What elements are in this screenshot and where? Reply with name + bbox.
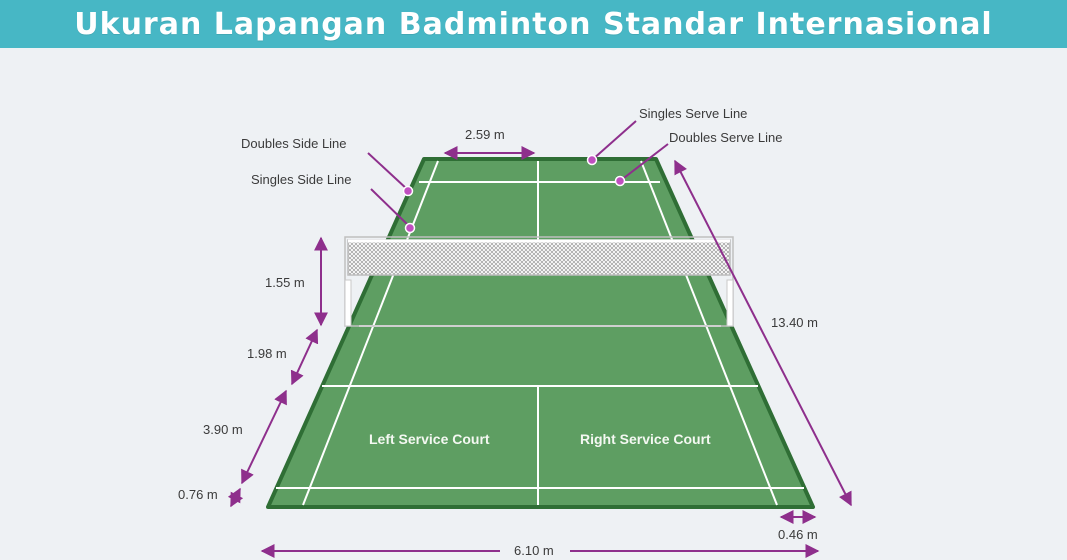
dimension-1-55: 1.55 m	[265, 275, 305, 290]
arrow-3-90	[241, 389, 287, 485]
net-post-right	[726, 279, 734, 327]
court-surface	[266, 157, 815, 509]
marker-singles-side-line	[404, 222, 416, 234]
left-service-court-label: Left Service Court	[369, 431, 490, 447]
page-title: Ukuran Lapangan Badminton Standar Intern…	[74, 6, 993, 42]
net	[347, 239, 731, 276]
pointer-doubles-serve-line	[619, 143, 669, 182]
arrow-13-40	[674, 159, 852, 507]
pointer-doubles-side-line	[367, 152, 409, 191]
dimension-1-98: 1.98 m	[247, 346, 287, 361]
pointer-singles-side-line	[370, 188, 411, 228]
marker-doubles-side-line	[402, 185, 414, 197]
doubles-serve-line-label: Doubles Serve Line	[669, 130, 783, 145]
right-service-court-label: Right Service Court	[580, 431, 711, 447]
arrow-0-76	[227, 487, 244, 508]
singles-side-line-label: Singles Side Line	[251, 172, 352, 187]
dimension-3-90: 3.90 m	[203, 422, 243, 437]
dimension-6-10: 6.10 m	[514, 543, 554, 558]
doubles-side-line-label: Doubles Side Line	[241, 136, 347, 151]
dimension-2-59: 2.59 m	[465, 127, 505, 142]
dimension-0-46: 0.46 m	[778, 527, 818, 542]
singles-serve-line-label: Singles Serve Line	[639, 106, 748, 121]
marker-singles-serve-line	[586, 154, 598, 166]
left-singles-side-line	[302, 160, 439, 506]
net-post-left	[344, 279, 352, 327]
marker-doubles-serve-line	[614, 175, 626, 187]
dimension-13-40: 13.40 m	[771, 315, 818, 330]
pointer-singles-serve-line	[591, 120, 637, 161]
dimension-0-76: 0.76 m	[178, 487, 218, 502]
arrow-1-98	[290, 328, 319, 386]
title-bar: Ukuran Lapangan Badminton Standar Intern…	[0, 0, 1067, 48]
